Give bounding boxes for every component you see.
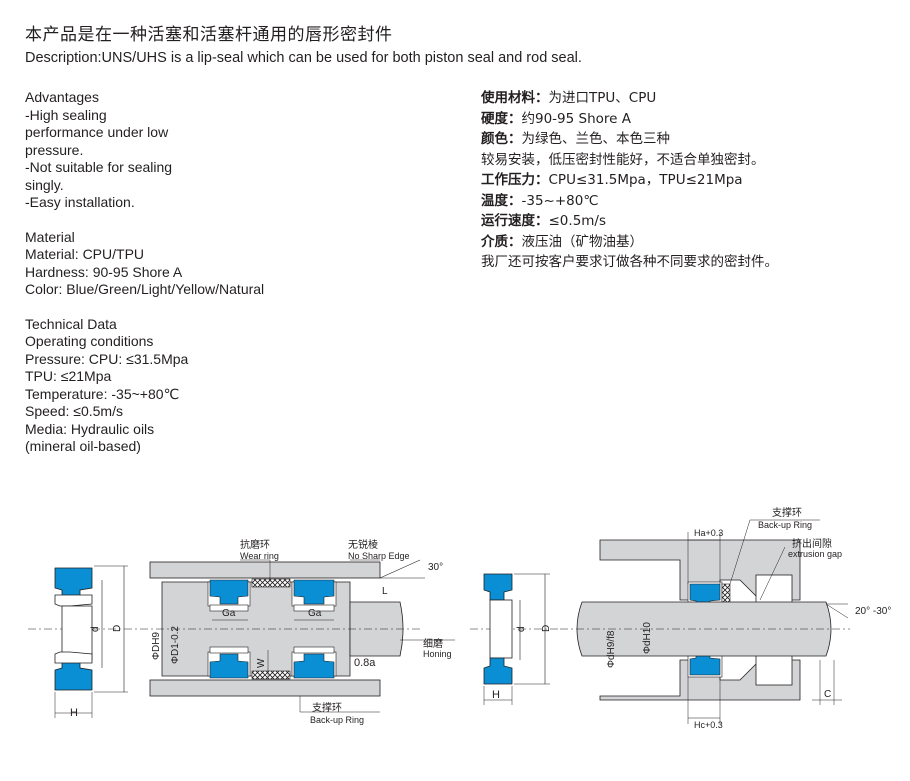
- technical-line: Pressure: CPU: ≤31.5Mpa: [25, 350, 189, 367]
- piston-assembly-drawing: Ga Ga W ΦDH9 ΦD1-0.2 抗磨环 Wear ring 无锐棱 N…: [140, 538, 455, 725]
- dim-dh10-label: ΦdH10: [642, 622, 653, 654]
- spec-value: CPU≤31.5Mpa，TPU≤21Mpa: [548, 172, 743, 188]
- advantages-line: -High sealing: [25, 106, 107, 123]
- dim-dh9-label: ΦDH9: [151, 632, 162, 660]
- no-sharp-edge-label-cn: 无锐棱: [348, 538, 378, 551]
- wear-ring-label-en: Wear ring: [240, 551, 279, 561]
- advantages-line: -Easy installation.: [25, 194, 135, 210]
- technical-line: Operating conditions: [25, 333, 154, 349]
- spec-row: 使用材料：为进口TPU、CPU: [481, 88, 901, 109]
- page-title-cn: 本产品是在一种活塞和活塞杆通用的唇形密封件: [25, 25, 393, 45]
- advantages-line: performance under low: [25, 124, 169, 140]
- extrusion-gap-label-en: extrusion gap: [788, 549, 842, 559]
- material-section: Material Material: CPU/TPU Hardness: 90-…: [25, 229, 355, 299]
- dim-h-label: H: [70, 707, 78, 719]
- description: Description:UNS/UHS is a lip-seal which …: [25, 50, 582, 66]
- rod-chamfer-angle-label: 20° -30°: [855, 606, 891, 617]
- chamfer-angle-label: 30°: [428, 562, 443, 573]
- material-line: Hardness: 90-95 Shore A: [25, 263, 183, 280]
- backup-ring-label-en: Back-up Ring: [758, 520, 812, 530]
- advantages-line: -Not suitable for sealing: [25, 159, 173, 175]
- dim-d-label: d: [516, 626, 527, 632]
- spec-label: 颜色：: [481, 131, 522, 147]
- technical-line: Speed: ≤0.5m/s: [25, 403, 123, 419]
- wear-ring-label-cn: 抗磨环: [240, 538, 270, 551]
- spec-value: 为进口TPU、CPU: [548, 90, 657, 106]
- advantages-section: Advantages -High sealing performance und…: [25, 89, 355, 212]
- dim-w-label: W: [256, 658, 267, 668]
- chamfer-length-label: L: [382, 586, 388, 597]
- material-line: Color: Blue/Green/Light/Yellow/Natural: [25, 281, 265, 297]
- advantages-line: singly.: [25, 176, 64, 193]
- advantages-line: pressure.: [25, 141, 84, 158]
- spec-column-en: Advantages -High sealing performance und…: [25, 89, 355, 473]
- spec-label: 温度：: [481, 192, 522, 209]
- material-heading: Material: [25, 228, 75, 245]
- dim-d1-label: ΦD1-0.2: [170, 626, 181, 664]
- backup-ring-label-en: Back-up Ring: [310, 715, 364, 725]
- technical-line: TPU: ≤21Mpa: [25, 368, 112, 384]
- spec-label: 工作压力：: [481, 172, 549, 188]
- spec-row: 我厂还可按客户要求订做各种不同要求的密封件。: [481, 252, 901, 273]
- spec-label: 介质：: [481, 233, 522, 250]
- dim-dh98-label: ΦdH9/f8: [606, 630, 617, 668]
- seal-profile-2: H d D: [470, 573, 560, 705]
- spec-value: ≤0.5m/s: [548, 213, 607, 229]
- roughness-label: 0.8a: [354, 657, 376, 669]
- spec-row: 温度：-35~+80℃: [481, 191, 901, 212]
- spec-value: 约90-95 Shore A: [521, 110, 632, 127]
- spec-row: 运行速度：≤0.5m/s: [481, 211, 901, 232]
- extrusion-gap-label-cn: 挤出间隙: [792, 537, 832, 550]
- backup-ring-label-cn: 支撑环: [312, 701, 342, 714]
- no-sharp-edge-label-en: No Sharp Edge: [348, 551, 410, 561]
- spec-value: 我厂还可按客户要求订做各种不同要求的密封件。: [481, 254, 778, 270]
- rod-assembly-drawing: ΦdH9/f8 ΦdH10 Ha+0.3 Hc+0.3 支撑环 Back-up …: [560, 506, 891, 730]
- dim-ga-label: Ga: [308, 608, 322, 619]
- spec-row: 工作压力：CPU≤31.5Mpa，TPU≤21Mpa: [481, 170, 901, 191]
- spec-value: -35~+80℃: [521, 192, 599, 209]
- technical-heading: Technical Data: [25, 315, 117, 332]
- spec-value: 液压油（矿物油基）: [521, 233, 644, 250]
- honing-label-cn: 细磨: [423, 637, 443, 650]
- spec-label: 硬度：: [481, 110, 522, 127]
- spec-label: 使用材料：: [481, 90, 549, 106]
- dim-D-label: D: [112, 625, 123, 632]
- spec-row: 较易安装，低压密封性能好，不适合单独密封。: [481, 150, 901, 171]
- spec-row: 介质：液压油（矿物油基）: [481, 232, 901, 253]
- dim-d-label: d: [90, 626, 101, 632]
- dim-ha-label: Ha+0.3: [694, 528, 723, 538]
- advantages-heading: Advantages: [25, 89, 99, 105]
- dim-hc-label: Hc+0.3: [694, 720, 723, 730]
- material-line: Material: CPU/TPU: [25, 246, 145, 262]
- spec-row: 硬度：约90-95 Shore A: [481, 109, 901, 130]
- honing-label-en: Honing: [423, 649, 452, 659]
- spec-column-cn: 使用材料：为进口TPU、CPU 硬度：约90-95 Shore A 颜色：为绿色…: [481, 88, 901, 273]
- dim-D-label: D: [541, 625, 552, 632]
- spec-value: 较易安装，低压密封性能好，不适合单独密封。: [481, 151, 765, 168]
- dim-ga-label: Ga: [222, 608, 236, 619]
- spec-label: 运行速度：: [481, 213, 549, 229]
- technical-line: (mineral oil-based): [25, 438, 141, 454]
- technical-section: Technical Data Operating conditions Pres…: [25, 316, 355, 456]
- spec-value: 为绿色、兰色、本色三种: [521, 131, 671, 147]
- backup-ring-label-cn: 支撑环: [772, 506, 802, 519]
- seal-profile-1: H d D: [28, 565, 140, 719]
- dim-c-label: C: [824, 689, 831, 700]
- technical-line: Media: Hydraulic oils: [25, 420, 155, 437]
- spec-row: 颜色：为绿色、兰色、本色三种: [481, 129, 901, 150]
- technical-line: Temperature: -35~+80℃: [25, 385, 180, 402]
- dim-h-label: H: [492, 689, 500, 701]
